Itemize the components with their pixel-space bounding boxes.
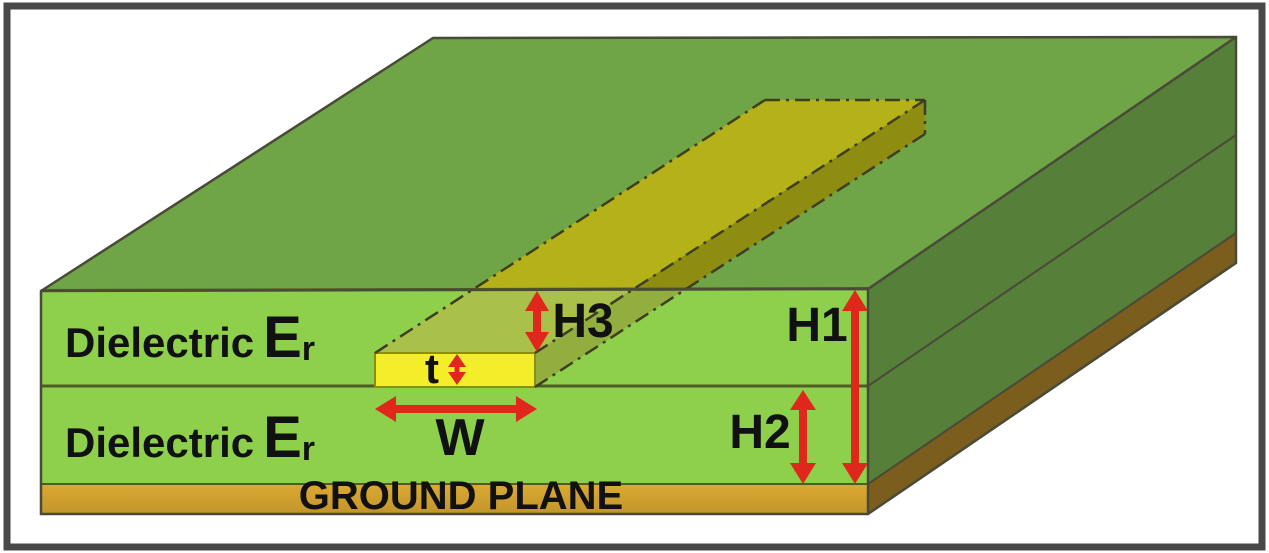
ground-plane-front-face xyxy=(41,484,868,514)
h2-dimension-arrow xyxy=(790,390,816,484)
h1-arrow-head-up xyxy=(842,290,868,311)
upper-dielectric-word: Dielectric xyxy=(65,319,254,366)
trace-ghost-top xyxy=(375,290,631,353)
t-dimension-arrow xyxy=(448,354,466,385)
lower-dielectric-word: Dielectric xyxy=(65,419,254,466)
h2-label: H2 xyxy=(729,406,790,459)
board-top-face xyxy=(41,37,1236,291)
h2-arrow-head-up xyxy=(790,390,816,410)
ground-plane-label: GROUND PLANE xyxy=(299,474,623,518)
lower-epsilon-symbol: E xyxy=(263,405,302,470)
trace-hidden-left-edge xyxy=(374,98,766,355)
w-dimension-arrow xyxy=(375,396,537,422)
lower-dielectric-side-face xyxy=(868,135,1236,484)
h1-arrow-head-down xyxy=(842,463,868,484)
t-arrow-head-down xyxy=(448,372,466,385)
h1-label: H1 xyxy=(786,299,847,352)
upper-epsilon-subscript: r xyxy=(302,330,315,368)
h3-label: H3 xyxy=(552,295,613,348)
lower-epsilon-subscript: r xyxy=(302,430,315,468)
trace-hidden-edges xyxy=(374,98,927,389)
h3-arrow-head-up xyxy=(525,291,549,311)
trace-hidden-right-edge xyxy=(534,98,926,355)
t-arrow-head-up xyxy=(448,354,466,367)
w-arrow-head-left xyxy=(375,396,396,422)
w-label: W xyxy=(435,409,485,467)
h2-arrow-head-down xyxy=(790,463,816,484)
trace-top-face xyxy=(471,100,925,290)
upper-epsilon-symbol: E xyxy=(263,305,302,370)
board-outline xyxy=(39,35,1238,516)
t-label: t xyxy=(425,345,439,392)
h3-arrow-head-down xyxy=(525,332,549,352)
w-arrow-head-right xyxy=(516,396,537,422)
h1-dimension-arrow xyxy=(842,290,868,484)
side-layer-boundary-edge xyxy=(867,134,1237,387)
lower-dielectric-front-face xyxy=(41,386,868,484)
side-ground-boundary-edge xyxy=(867,232,1237,485)
h3-dimension-arrow xyxy=(525,291,549,352)
diagram-frame-border xyxy=(3,2,1266,551)
trace-hidden-bottom-edge xyxy=(534,132,926,389)
upper-dielectric-side-face xyxy=(868,37,1236,386)
ground-plane-side-face xyxy=(868,233,1236,514)
